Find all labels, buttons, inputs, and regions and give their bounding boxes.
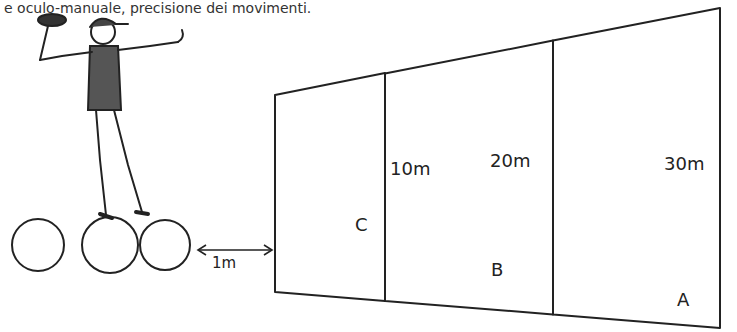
hoop — [12, 219, 64, 271]
caption-text: e oculo-manuale, precisione dei moviment… — [4, 1, 311, 15]
distance-label: 30m — [664, 155, 704, 173]
zone-outline — [385, 40, 555, 317]
distance-label: 1m — [212, 256, 236, 271]
child-figure — [38, 14, 183, 218]
hoop — [140, 220, 190, 270]
zone-outline — [275, 73, 387, 303]
hoop — [82, 217, 138, 273]
distance-label: 20m — [490, 152, 530, 170]
zone-letter: C — [355, 216, 368, 234]
dimension-arrow — [198, 245, 272, 255]
distance-label: 10m — [390, 160, 430, 178]
zone-letter: B — [491, 261, 503, 279]
field-zone: C — [275, 73, 385, 301]
zone-letter: A — [677, 291, 689, 309]
